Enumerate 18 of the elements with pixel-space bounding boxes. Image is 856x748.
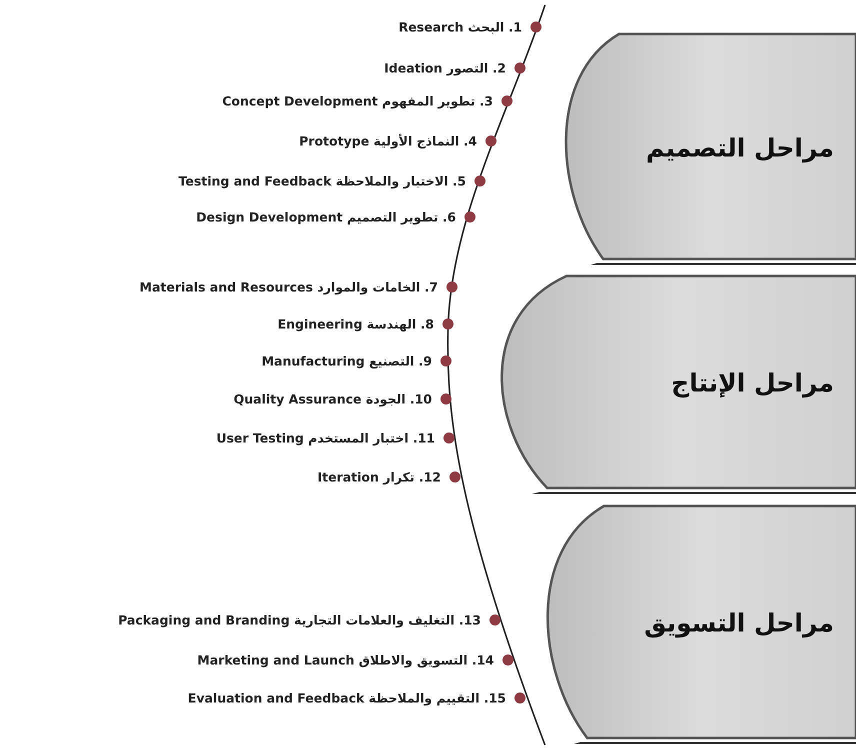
step-label: 1. البحث Research [398,20,522,34]
phase-title: مراحل التسويق [644,608,834,638]
phase-title: مراحل التصميم [646,133,834,162]
step-label: 9. التصنيع Manufacturing [262,354,432,368]
step-label: 10. الجودة Quality Assurance [234,392,432,406]
step-label: 7. الخامات والموارد Materials and Resources [140,280,438,294]
step-label: 14. التسويق والاطلاق Marketing and Launch [197,652,494,668]
step-label: 12. تكرار Iteration [317,470,441,484]
step-label: 8. الهندسة Engineering [278,316,434,332]
step-label: 3. تطوير المفهوم Concept Development [222,94,493,108]
step-label: 13. التغليف والعلامات التجارية Packaging and Branding [118,612,481,628]
step-label: 4. النماذج الأولية Prototype [299,134,477,148]
step-label: 15. التقييم والملاحظة Evaluation and Feedback [188,690,506,706]
phase-title: مراحل الإنتاج [671,368,834,398]
step-label: 11. اختبار المستخدم User Testing [216,430,435,446]
step-label: 5. الاختبار والملاحظة Testing and Feedback [178,174,466,188]
step-label: 6. تطوير التصميم Design Development [196,210,456,224]
step-label: 2. التصور Ideation [384,60,506,76]
